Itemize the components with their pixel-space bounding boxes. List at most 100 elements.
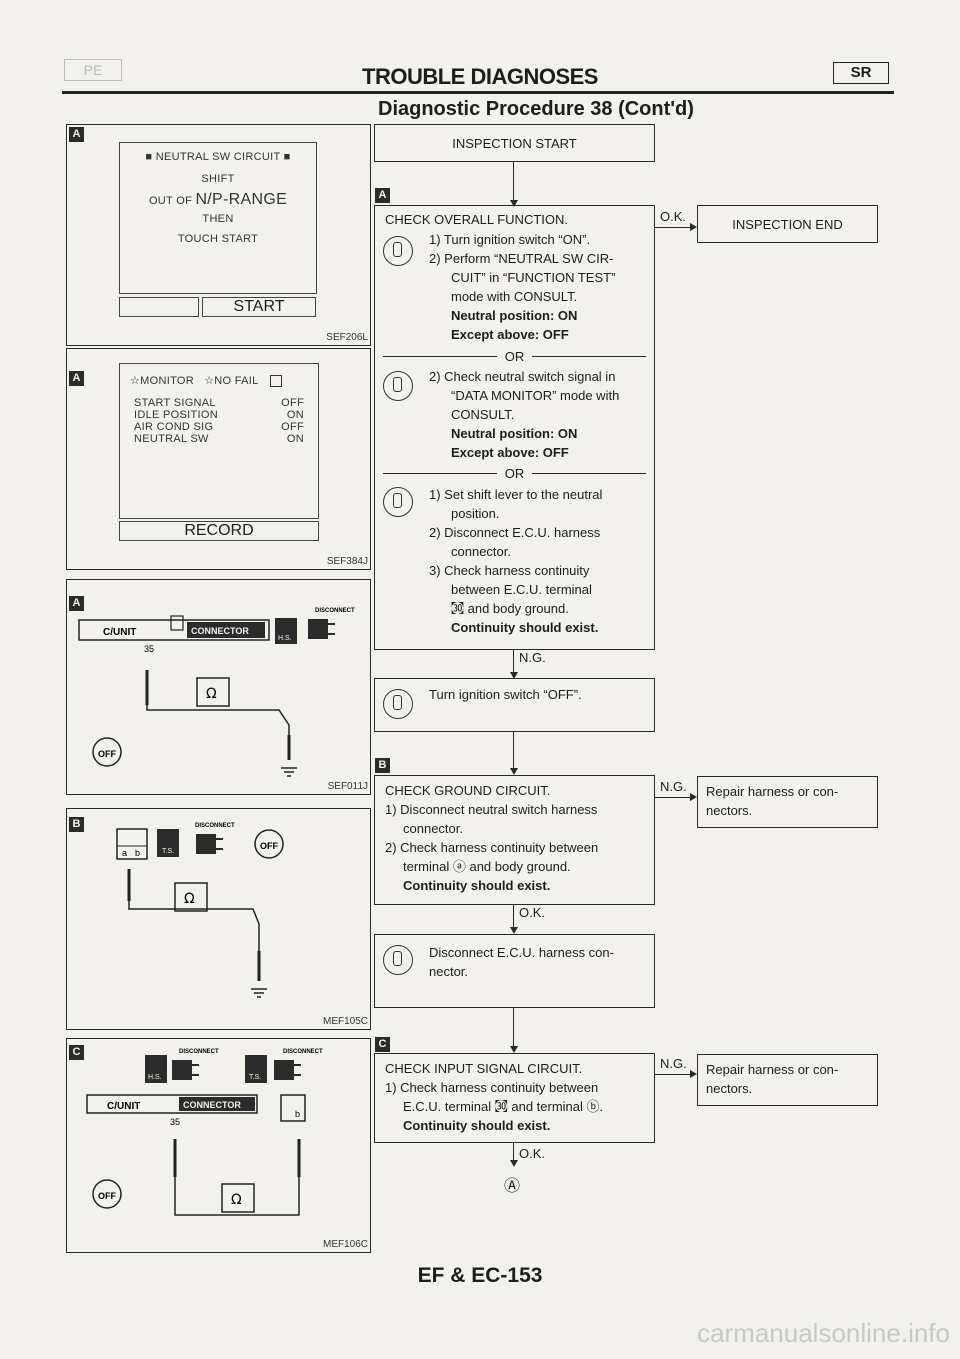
check-overall-function-box: CHECK OVERALL FUNCTION. 1) Turn ignition…	[374, 205, 655, 650]
flow-arrow	[690, 1070, 697, 1078]
probe-wire	[174, 1177, 300, 1216]
ground-step-1b: connector.	[403, 821, 463, 836]
manual-step-3c: ㉊ and body ground.	[451, 601, 569, 616]
switch-connector	[280, 1094, 306, 1122]
flow-connector	[513, 905, 514, 929]
monitor-step-2b: “DATA MONITOR” mode with	[451, 388, 620, 403]
manual-step-2a: 2) Disconnect E.C.U. harness	[429, 525, 601, 540]
ground-continuity: Continuity should exist.	[403, 878, 551, 893]
inspection-start-label: INSPECTION START	[452, 136, 577, 151]
ignition-off-icon	[383, 487, 413, 517]
disconnect-plug-icon	[308, 619, 335, 639]
ignition-key-icon	[383, 371, 413, 401]
hs-label: H.S.	[278, 635, 292, 642]
connector-label: CONNECTOR	[183, 1100, 241, 1110]
flow-connector	[655, 227, 691, 228]
monitor-step-2c: CONSULT.	[451, 407, 515, 422]
figure-code: SEF384J	[326, 556, 368, 567]
repair-text-2a: Repair harness or con-	[706, 1062, 839, 1077]
page-title: TROUBLE DIAGNOSES	[362, 64, 598, 89]
blank-key[interactable]	[119, 297, 199, 317]
turn-off-text: Turn ignition switch “OFF”.	[429, 687, 582, 702]
cunit-label: C/UNIT	[103, 627, 136, 638]
step-tag-b: B	[375, 758, 390, 773]
ts-icon	[245, 1055, 267, 1083]
step-tag-c: C	[375, 1037, 390, 1052]
record-button[interactable]: RECORD	[119, 521, 319, 541]
monitor-checkbox[interactable]	[269, 375, 282, 388]
terminal-a-label: a	[122, 848, 127, 858]
disconnect-ecu-text-a: Disconnect E.C.U. harness con-	[429, 945, 614, 960]
ng-label-3: N.G.	[660, 1056, 687, 1071]
ignition-key-icon	[383, 689, 413, 719]
repair-box-1: Repair harness or con- nectors.	[697, 776, 878, 828]
monitor-step-2a: 2) Check neutral switch signal in	[429, 369, 616, 384]
ignition-off-icon	[92, 737, 122, 767]
ts-label: T.S.	[162, 848, 174, 855]
step-tag-a: A	[69, 127, 84, 142]
hs-icon	[275, 618, 297, 644]
or-divider-2: OR	[375, 464, 654, 482]
hs-label: H.S.	[148, 1074, 162, 1081]
step-tag-a: A	[375, 188, 390, 203]
consult-screen: ■ NEUTRAL SW CIRCUIT ■ SHIFT OUT OF N/P-…	[119, 142, 317, 294]
screen-line-2: OUT OF N/P-RANGE	[148, 191, 288, 208]
manual-step-1b: position.	[451, 506, 500, 521]
monitor-except-off: Except above: OFF	[451, 445, 569, 460]
check-input-box: CHECK INPUT SIGNAL CIRCUIT. 1) Check har…	[374, 1053, 655, 1143]
ng-label-1: N.G.	[519, 650, 546, 665]
cunit-label: C/UNIT	[107, 1101, 140, 1112]
ohmmeter	[196, 677, 230, 707]
manual-step-3b: between E.C.U. terminal	[451, 582, 592, 597]
watermark: carmanualsonline.info	[697, 1318, 950, 1348]
terminal-b-label: b	[135, 848, 140, 858]
inspection-end-box: INSPECTION END	[697, 205, 878, 243]
connector-label-bg	[187, 622, 265, 638]
ground-icon	[281, 767, 297, 777]
input-title: CHECK INPUT SIGNAL CIRCUIT.	[385, 1061, 583, 1076]
flow-connector	[513, 650, 514, 674]
ok-label-1: O.K.	[660, 209, 687, 224]
screen-line-5: TOUCH START	[177, 233, 259, 245]
step-tag-c: C	[69, 1045, 84, 1060]
flow-connector	[513, 732, 514, 768]
inspection-start-box: INSPECTION START	[374, 124, 655, 162]
input-continuity: Continuity should exist.	[403, 1118, 551, 1133]
terminal-b-label: b	[295, 1109, 300, 1119]
start-button[interactable]: START	[202, 297, 316, 317]
overall-step-2c: mode with CONSULT.	[451, 289, 578, 304]
ng-label-2: N.G.	[660, 779, 687, 794]
overall-except-off: Except above: OFF	[451, 327, 569, 342]
step-tag-a: A	[69, 596, 84, 611]
ts-label: T.S.	[249, 1074, 261, 1081]
step-tag-b: B	[69, 817, 84, 832]
flow-arrow	[510, 200, 518, 207]
ground-step-2b: terminal ⓐ and body ground.	[403, 859, 571, 874]
ignition-key-icon	[383, 236, 413, 266]
ohmmeter	[221, 1183, 255, 1213]
probe-wire	[128, 901, 260, 959]
overall-step-1: 1) Turn ignition switch “ON”.	[429, 232, 591, 247]
off-label: OFF	[98, 1191, 116, 1201]
figure-ecu-continuity-check: A C/UNIT CONNECTOR 35 H.S. DISCONNECT Ω …	[66, 579, 371, 795]
pin-35-label: 35	[170, 1117, 180, 1127]
ohmmeter	[174, 882, 208, 912]
check-overall-title: CHECK OVERALL FUNCTION.	[385, 212, 568, 227]
ground-title: CHECK GROUND CIRCUIT.	[385, 783, 551, 798]
ts-icon	[157, 829, 179, 857]
disconnect-label: DISCONNECT	[315, 608, 355, 614]
figure-code: MEF105C	[322, 1016, 368, 1027]
screen-title-text: ■ NEUTRAL SW CIRCUIT ■	[145, 151, 291, 163]
pin-block	[170, 615, 184, 631]
ohm-symbol: Ω	[206, 686, 217, 702]
wiring-diagram: C/UNIT CONNECTOR 35 H.S. DISCONNECT Ω OF…	[78, 608, 355, 777]
manual-step-2b: connector.	[451, 544, 511, 559]
figure-input-signal-circuit: C H.S. DISCONNECT T.S. DISCONNECT C/UNIT…	[66, 1038, 371, 1253]
switch-connector	[116, 828, 148, 860]
disconnect-label: DISCONNECT	[195, 823, 235, 829]
flow-arrow	[690, 793, 697, 801]
connector-shell	[78, 619, 270, 641]
